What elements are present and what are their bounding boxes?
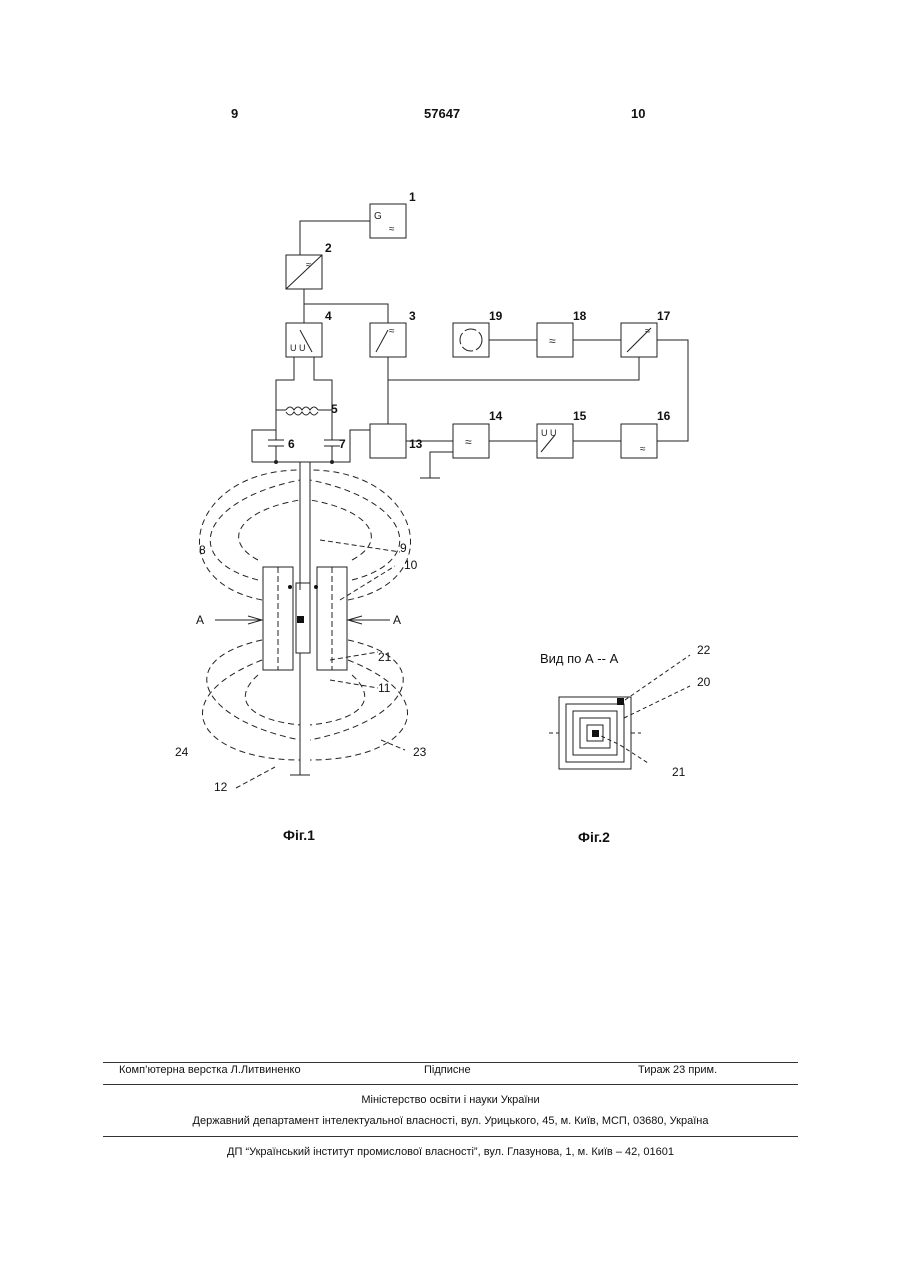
section-marker-right: A — [393, 613, 401, 627]
ref-label-8: 8 — [199, 543, 206, 557]
footer-rule-middle — [103, 1084, 798, 1085]
ref-label-18: 18 — [573, 309, 587, 323]
figure2-caption: Фіг.2 — [578, 829, 610, 845]
ref-label-12: 12 — [214, 780, 228, 794]
ref-label-23: 23 — [413, 745, 427, 759]
view-title: Вид по А -- А — [540, 651, 619, 666]
ref-label-1: 1 — [409, 190, 416, 204]
ref-label-14: 14 — [489, 409, 503, 423]
footer-rule-top — [103, 1062, 798, 1063]
ministry-line: Міністерство освіти і науки України — [0, 1094, 901, 1106]
department-line: Державний департамент інтелектуальної вл… — [0, 1115, 901, 1127]
meter-symbol-4: U U — [290, 343, 306, 353]
block-3 — [370, 323, 406, 357]
ref-label-17: 17 — [657, 309, 671, 323]
section-marker-left: A — [196, 613, 204, 627]
ref-label-13: 13 — [409, 437, 423, 451]
ref-label-20: 20 — [697, 675, 711, 689]
block-19 — [453, 323, 489, 357]
ref-label-16: 16 — [657, 409, 671, 423]
signed-note: Підписне — [424, 1064, 471, 1076]
layout-credit: Комп’ютерна верстка Л.Литвиненко — [119, 1064, 301, 1076]
circulation-note: Тираж 23 прим. — [638, 1064, 717, 1076]
filter-symbol-2: ≈ — [306, 260, 312, 271]
filter-symbol-18: ≈ — [549, 334, 556, 348]
meter-symbol-15: U U — [541, 428, 557, 438]
ref-label-21-fig2: 21 — [672, 765, 686, 779]
ref-label-22: 22 — [697, 643, 711, 657]
footer-rule-bottom — [103, 1136, 798, 1137]
filter-symbol-16: ≈ — [640, 444, 646, 455]
filter-symbol-17: ≈ — [645, 326, 651, 337]
ref-label-9: 9 — [400, 541, 407, 555]
ref-label-21: 21 — [378, 650, 392, 664]
ref-label-3: 3 — [409, 309, 416, 323]
ref-label-7: 7 — [339, 437, 346, 451]
ref-label-2: 2 — [325, 241, 332, 255]
ref-label-19: 19 — [489, 309, 503, 323]
filter-symbol-1: ≈ — [389, 224, 395, 235]
ref-label-4: 4 — [325, 309, 332, 323]
block-13 — [370, 424, 406, 458]
filter-symbol-3: ≈ — [389, 326, 395, 337]
ref-label-10: 10 — [404, 558, 418, 572]
figure1-caption: Фіг.1 — [283, 827, 315, 843]
generator-symbol: G — [374, 211, 382, 222]
ref-label-11: 11 — [378, 681, 391, 695]
ref-label-24: 24 — [175, 745, 189, 759]
ref-label-5: 5 — [331, 402, 338, 416]
ref-label-15: 15 — [573, 409, 587, 423]
block-16 — [621, 424, 657, 458]
filter-symbol-14: ≈ — [465, 435, 472, 449]
patent-drawing: G U U U U ≈ ≈ ≈ ≈ ≈ ≈ ≈ 1 2 3 4 5 6 7 8 … — [0, 0, 901, 870]
institute-line: ДП “Український інститут промислової вла… — [0, 1146, 901, 1158]
ref-label-6: 6 — [288, 437, 295, 451]
